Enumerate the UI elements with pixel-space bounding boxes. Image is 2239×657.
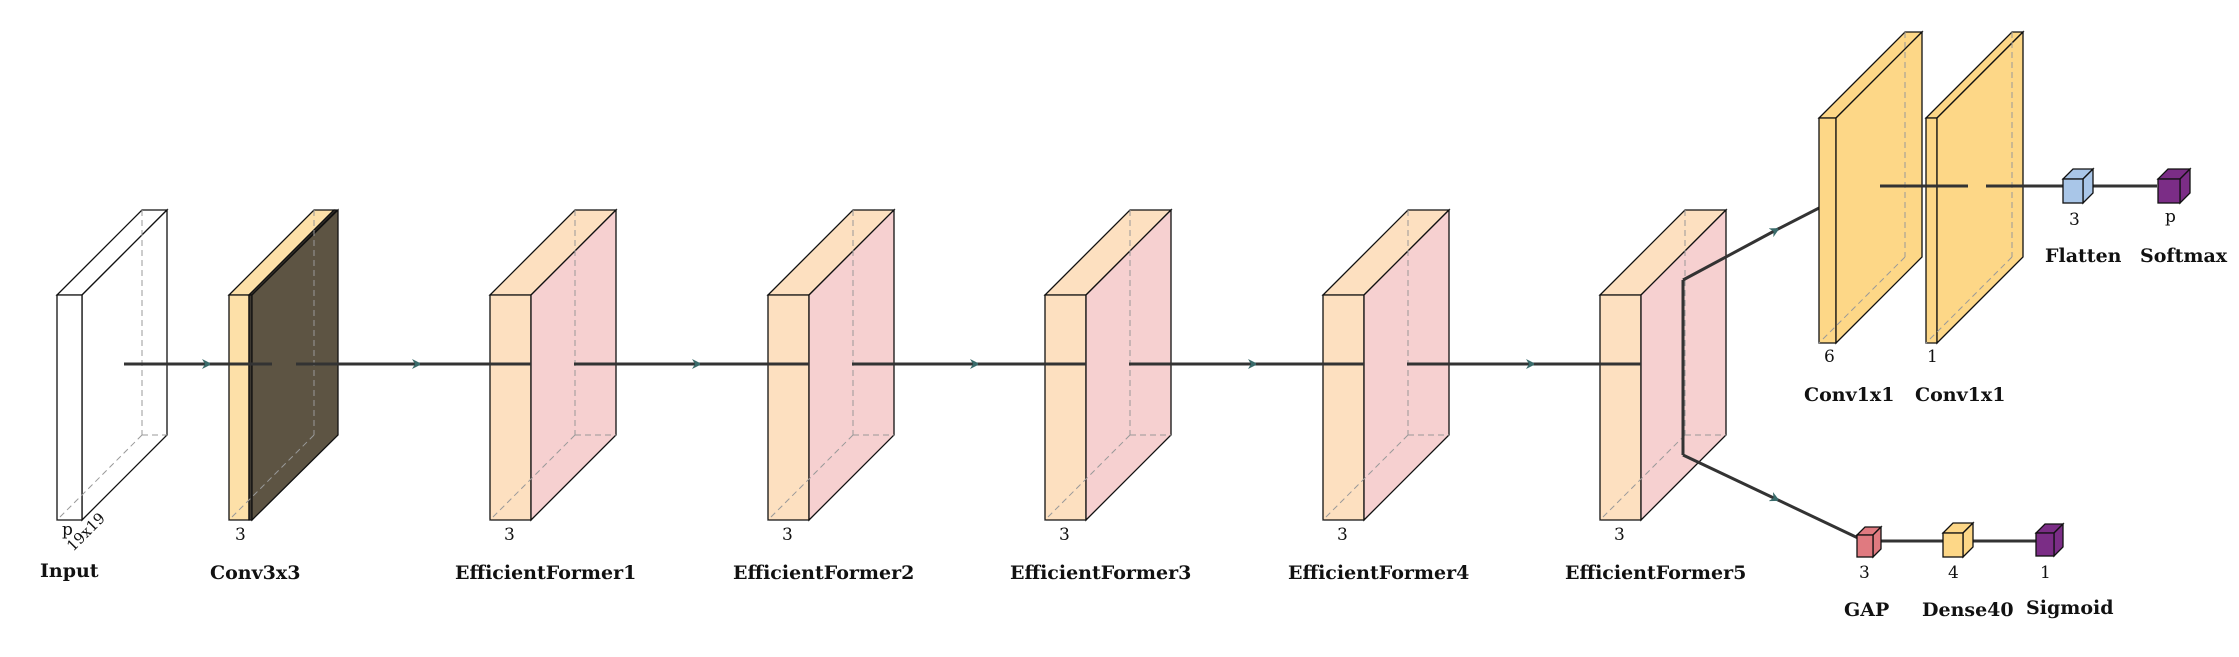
- efficientformer4-layer: [1321, 208, 1451, 522]
- efficientformer2-layer: [766, 208, 896, 522]
- conv1x1-a-depth: 6: [1824, 347, 1835, 367]
- ef1-label: EfficientFormer1: [455, 562, 636, 584]
- conv3x3-layer: [227, 208, 339, 522]
- dense40-depth: 4: [1948, 563, 1959, 583]
- flatten-depth: 3: [2069, 210, 2080, 230]
- softmax-layer: [2156, 167, 2192, 205]
- conv1x1-a-layer: [1817, 30, 1924, 345]
- sigmoid-layer: [2034, 522, 2065, 558]
- conv1x1-b-label: Conv1x1: [1915, 384, 2005, 406]
- input-depth: p: [62, 520, 73, 540]
- conv1x1-b-layer: [1924, 30, 2025, 345]
- conv1x1-b-depth: 1: [1927, 347, 1938, 367]
- softmax-label: Softmax: [2140, 245, 2228, 267]
- ef2-label: EfficientFormer2: [733, 562, 914, 584]
- sigmoid-depth: 1: [2040, 563, 2051, 583]
- sigmoid-label: Sigmoid: [2026, 597, 2114, 619]
- dense40-layer: [1941, 521, 1975, 559]
- flatten-label: Flatten: [2045, 245, 2122, 267]
- gap-label: GAP: [1844, 599, 1889, 621]
- arrow-ef5-gap: [1682, 453, 1780, 502]
- dense40-label: Dense40: [1922, 599, 2014, 621]
- arrow-ef5-conv1x1: [1682, 227, 1780, 282]
- ef1-depth: 3: [504, 525, 515, 545]
- ef5-label: EfficientFormer5: [1565, 562, 1746, 584]
- conv3x3-label: Conv3x3: [210, 562, 300, 584]
- ef5-depth: 3: [1614, 525, 1625, 545]
- ef3-depth: 3: [1059, 525, 1070, 545]
- ef2-depth: 3: [782, 525, 793, 545]
- efficientformer3-layer: [1043, 208, 1173, 522]
- input-label: Input: [40, 560, 99, 582]
- gap-layer: [1855, 525, 1883, 559]
- softmax-depth: p: [2165, 207, 2176, 227]
- ef4-depth: 3: [1337, 525, 1348, 545]
- flatten-layer: [2061, 167, 2095, 205]
- ef3-label: EfficientFormer3: [1010, 562, 1191, 584]
- conv3x3-depth: 3: [235, 525, 246, 545]
- conv1x1-a-label: Conv1x1: [1804, 384, 1894, 406]
- gap-depth: 3: [1859, 563, 1870, 583]
- ef4-label: EfficientFormer4: [1288, 562, 1469, 584]
- efficientformer1-layer: [488, 208, 618, 522]
